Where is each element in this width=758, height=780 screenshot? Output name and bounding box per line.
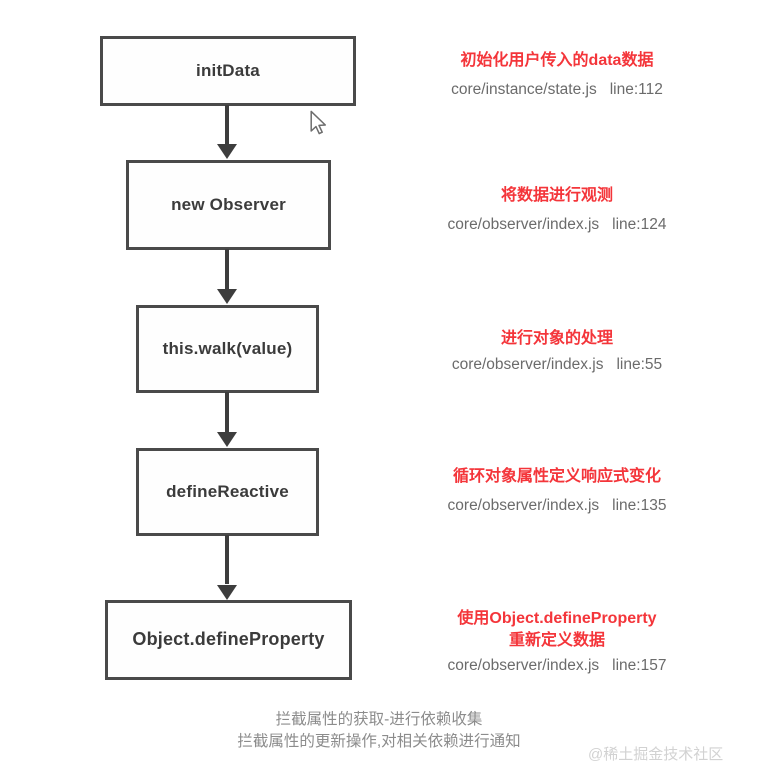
flow-arrow-line	[225, 249, 229, 291]
flow-node-label: this.walk(value)	[162, 338, 293, 358]
annotation-object-defineproperty: 使用Object.defineProperty 重新定义数据 core/obse…	[392, 608, 722, 677]
annotation-this-walk-value: 进行对象的处理 core/observer/index.js line:55	[392, 328, 722, 375]
flow-node-this-walk-value[interactable]: this.walk(value)	[136, 305, 319, 393]
annotation-source: core/observer/index.js line:135	[392, 495, 722, 517]
annotation-source: core/instance/state.js line:112	[392, 79, 722, 101]
annotation-new-observer: 将数据进行观测 core/observer/index.js line:124	[392, 185, 722, 235]
annotation-title-second-line: 重新定义数据	[508, 631, 605, 649]
flow-node-label: new Observer	[171, 194, 286, 214]
flow-node-init-data[interactable]: initData	[100, 36, 356, 106]
annotation-source: core/observer/index.js line:124	[392, 214, 722, 236]
flow-node-label: defineReactive	[166, 481, 289, 501]
annotation-line-number: line:55	[616, 355, 663, 373]
annotation-init-data: 初始化用户传入的data数据 core/instance/state.js lin…	[392, 50, 722, 100]
flow-arrow-head-icon	[217, 432, 237, 447]
flow-node-object-defineproperty[interactable]: Object.defineProperty	[105, 600, 352, 680]
annotation-line-number: line:124	[612, 215, 667, 233]
annotation-source: core/observer/index.js line:55	[392, 354, 722, 376]
watermark-text: @稀土掘金技术社区	[588, 746, 724, 763]
flow-node-new-observer[interactable]: new Observer	[126, 160, 331, 250]
flow-node-label: initData	[196, 60, 260, 80]
flow-arrow-line	[225, 105, 229, 147]
annotation-title: 将数据进行观测	[500, 187, 613, 204]
annotation-file-path: core/observer/index.js	[451, 355, 604, 373]
mouse-cursor-icon	[310, 110, 327, 135]
annotation-define-reactive: 循环对象属性定义响应式变化 core/observer/index.js line…	[392, 466, 722, 516]
diagram-caption: 拦截属性的获取-进行依赖收集 拦截属性的更新操作,对相关依赖进行通知	[0, 709, 758, 754]
flow-node-define-reactive[interactable]: defineReactive	[136, 448, 319, 536]
flow-arrow-head-icon	[217, 144, 237, 159]
annotation-file-path: core/observer/index.js	[447, 657, 600, 675]
annotation-source: core/observer/index.js line:157	[392, 655, 722, 677]
annotation-title: 进行对象的处理	[500, 330, 613, 347]
flow-arrow-line	[225, 392, 229, 432]
annotation-title: 使用Object.defineProperty	[457, 610, 657, 627]
flow-arrow-head-icon	[217, 585, 237, 600]
flow-arrow-head-icon	[217, 289, 237, 304]
annotation-file-path: core/observer/index.js	[447, 215, 600, 233]
annotation-file-path: core/observer/index.js	[447, 496, 600, 514]
annotation-title: 初始化用户传入的data数据	[460, 52, 654, 69]
flow-arrow-line	[225, 535, 229, 584]
annotation-line-number: line:112	[609, 80, 663, 98]
annotation-line-number: line:135	[612, 496, 667, 514]
caption-line-2: 拦截属性的更新操作,对相关依赖进行通知	[237, 733, 521, 751]
flow-node-label: Object.defineProperty	[132, 629, 325, 650]
annotation-line-number: line:157	[612, 657, 667, 675]
annotation-title: 循环对象属性定义响应式变化	[452, 468, 661, 485]
caption-line-1: 拦截属性的获取-进行依赖收集	[275, 711, 483, 728]
annotation-file-path: core/instance/state.js	[451, 80, 597, 98]
